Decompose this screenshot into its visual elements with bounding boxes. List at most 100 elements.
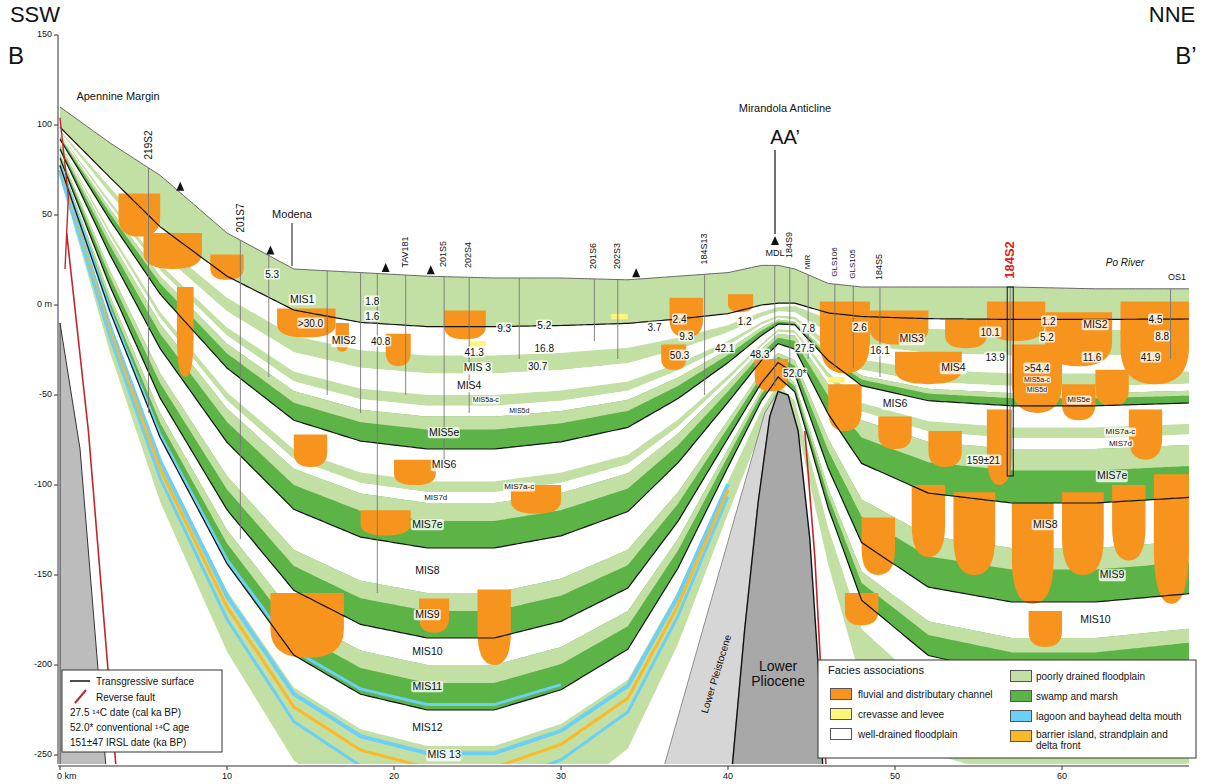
borehole-line xyxy=(405,275,406,395)
date-label: 9.3 xyxy=(496,323,512,334)
stage-label: MIS9 xyxy=(1099,569,1126,581)
date-label: 2.4 xyxy=(672,314,688,325)
date-label: 2.6 xyxy=(852,321,868,332)
borehole-name: 184S5 xyxy=(875,254,885,280)
legend-box xyxy=(62,670,222,752)
stage-label: MIS7e xyxy=(1096,470,1128,482)
borehole-line xyxy=(704,274,705,395)
legend-text: Reverse fault xyxy=(96,692,155,703)
channel-body xyxy=(1154,474,1189,604)
floodplain-layer xyxy=(60,169,1189,764)
section-end-label: B’ xyxy=(1175,43,1196,69)
date-label: 11.6 xyxy=(1082,352,1103,363)
borehole-name: 202S3 xyxy=(613,243,623,269)
axis-tick xyxy=(54,665,58,666)
borehole-name: 201S7 xyxy=(235,204,246,233)
axis-tick xyxy=(394,766,395,770)
stage-label: MIS1 xyxy=(289,294,316,306)
axis-label: 10 xyxy=(222,772,232,782)
date-label: 7.8 xyxy=(800,323,816,334)
axis-tick xyxy=(54,485,58,486)
axis-tick xyxy=(60,766,61,770)
date-label: 3.7 xyxy=(647,321,663,332)
legend-fault-sample xyxy=(75,690,86,703)
channel-body xyxy=(270,593,343,658)
date-label: 16.1 xyxy=(869,345,890,356)
levee-body xyxy=(828,377,845,382)
channel-body xyxy=(1062,492,1104,575)
legend-text: fluvial and distributary channel xyxy=(858,689,993,700)
date-label: 10.1 xyxy=(979,327,1000,338)
axis-label: -50 xyxy=(39,390,52,400)
legend-swatch xyxy=(830,688,852,700)
coastal-strip xyxy=(60,165,561,705)
legend-text: poorly drained floodplain xyxy=(1036,671,1145,682)
date-label: 159±21 xyxy=(966,454,1001,465)
date-label: 4.5 xyxy=(1148,314,1164,325)
date-label: 13.9 xyxy=(984,352,1005,363)
legend-heading: Facies associations xyxy=(828,664,924,676)
date-label: >54.4 xyxy=(1023,363,1050,374)
channel-body xyxy=(928,431,961,467)
stage-label: MIS4 xyxy=(456,380,483,392)
axis-tick xyxy=(227,766,228,770)
channel-body xyxy=(987,409,1012,485)
borehole-name: TAV181 xyxy=(401,236,411,267)
stage-label: MIS8 xyxy=(414,566,441,578)
legend-text: 151±47 IRSL date (ka BP) xyxy=(70,737,186,748)
stage-label: MIS5d xyxy=(508,407,530,415)
channel-body xyxy=(394,460,436,485)
borehole-line xyxy=(1010,287,1011,476)
axis-tick xyxy=(54,35,58,36)
channel-body xyxy=(870,310,928,344)
axis-tick xyxy=(561,766,562,770)
borehole-line xyxy=(519,278,520,359)
channel-body xyxy=(118,193,160,236)
rig-symbol xyxy=(427,265,435,274)
section-end-label: B xyxy=(8,43,24,69)
legend-text: barrier island, strandplain and delta fr… xyxy=(1036,729,1186,751)
axis-label: 50 xyxy=(890,772,900,782)
borehole-name: MDL xyxy=(765,249,784,259)
legend-text: lagoon and bayhead delta mouth xyxy=(1036,711,1182,722)
date-label: 5.2 xyxy=(1039,332,1055,343)
stage-label: MIS7a-c xyxy=(1105,427,1137,436)
stage-label: MIS 13 xyxy=(426,749,461,761)
legend-text: crevasse and levee xyxy=(858,709,944,720)
date-label: 50.3 xyxy=(669,350,690,361)
rig-symbol xyxy=(266,245,274,254)
legend-line-sample xyxy=(70,680,90,682)
section-trace xyxy=(774,150,775,234)
axis-label: 150 xyxy=(37,30,52,40)
borehole-name: 184S2 xyxy=(1003,241,1017,279)
levee-body xyxy=(611,314,628,319)
rig-symbol xyxy=(771,236,779,245)
borehole-name: OS1 xyxy=(1168,273,1186,283)
transgressive-surface xyxy=(60,127,1189,326)
channel-body xyxy=(294,435,327,467)
legend-text: well-drained floodplain xyxy=(858,729,958,740)
borehole-line xyxy=(360,273,361,413)
channel-body xyxy=(878,417,911,449)
axis-label: -100 xyxy=(34,480,52,490)
stage-label: MIS8 xyxy=(1032,519,1059,531)
axis-tick xyxy=(728,766,729,770)
stage-label: MIS2 xyxy=(1082,319,1109,331)
borehole-line xyxy=(148,168,149,413)
axis-label: 0 km xyxy=(57,772,77,782)
borehole-line xyxy=(594,279,595,341)
coastal-strip xyxy=(60,170,728,753)
direction-label: NNE xyxy=(1149,3,1195,27)
axis-tick xyxy=(54,395,58,396)
date-label: 42.1 xyxy=(714,343,735,354)
legend-box xyxy=(818,660,1196,758)
legend-swatch xyxy=(1010,690,1032,702)
stage-label: MIS2 xyxy=(331,335,358,347)
core-log xyxy=(1007,287,1013,476)
date-label: 41.3 xyxy=(463,346,484,357)
borehole-line xyxy=(789,268,790,377)
reverse-fault xyxy=(60,118,68,269)
rig-symbol xyxy=(632,268,640,277)
place-name: Mirandola Anticline xyxy=(739,102,831,114)
